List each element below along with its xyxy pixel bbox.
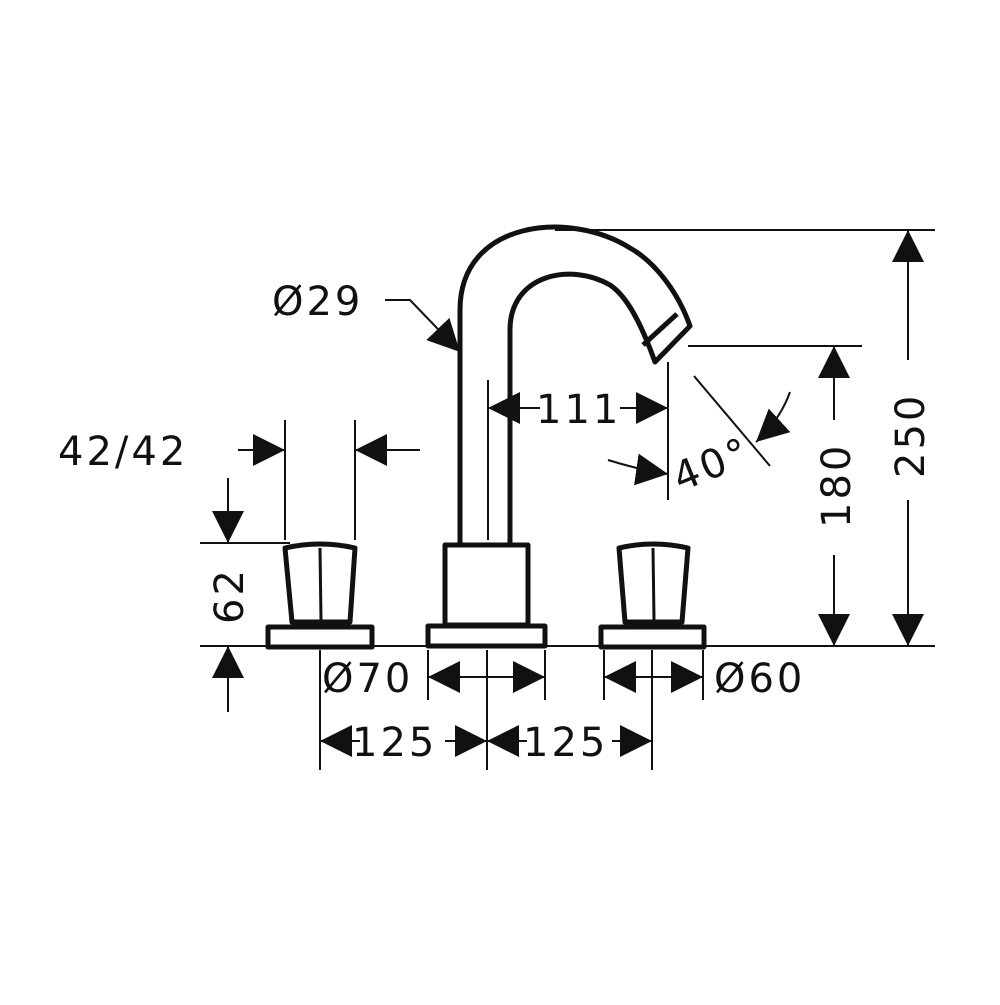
spout-reach-label: 111 [536,387,621,433]
left-handle-base [265,624,375,650]
handle-base-diameter-label: Ø60 [714,656,805,702]
outlet-height-label: 180 [814,443,860,528]
handle-height-label: 62 [207,567,253,624]
spout-outlet [641,312,679,347]
right-handle [616,541,691,625]
dimension-lines [212,230,924,757]
left-handle [282,541,358,625]
left-handle-ridge [318,547,323,621]
spout [457,224,693,545]
right-handle-ridge [651,547,656,621]
spout-diameter-label: Ø29 [272,279,363,325]
spout-column [442,542,531,628]
spacing-right-label: 125 [523,720,608,766]
spout-base-diameter-label: Ø70 [322,656,413,702]
spout-base [425,623,548,649]
handle-size-label: 42/42 [58,429,188,475]
spacing-left-label: 125 [352,720,437,766]
faucet-outline [265,224,707,650]
right-handle-base [598,624,707,650]
total-height-label: 250 [888,393,934,478]
spout-angle-label: 40° [667,429,758,502]
